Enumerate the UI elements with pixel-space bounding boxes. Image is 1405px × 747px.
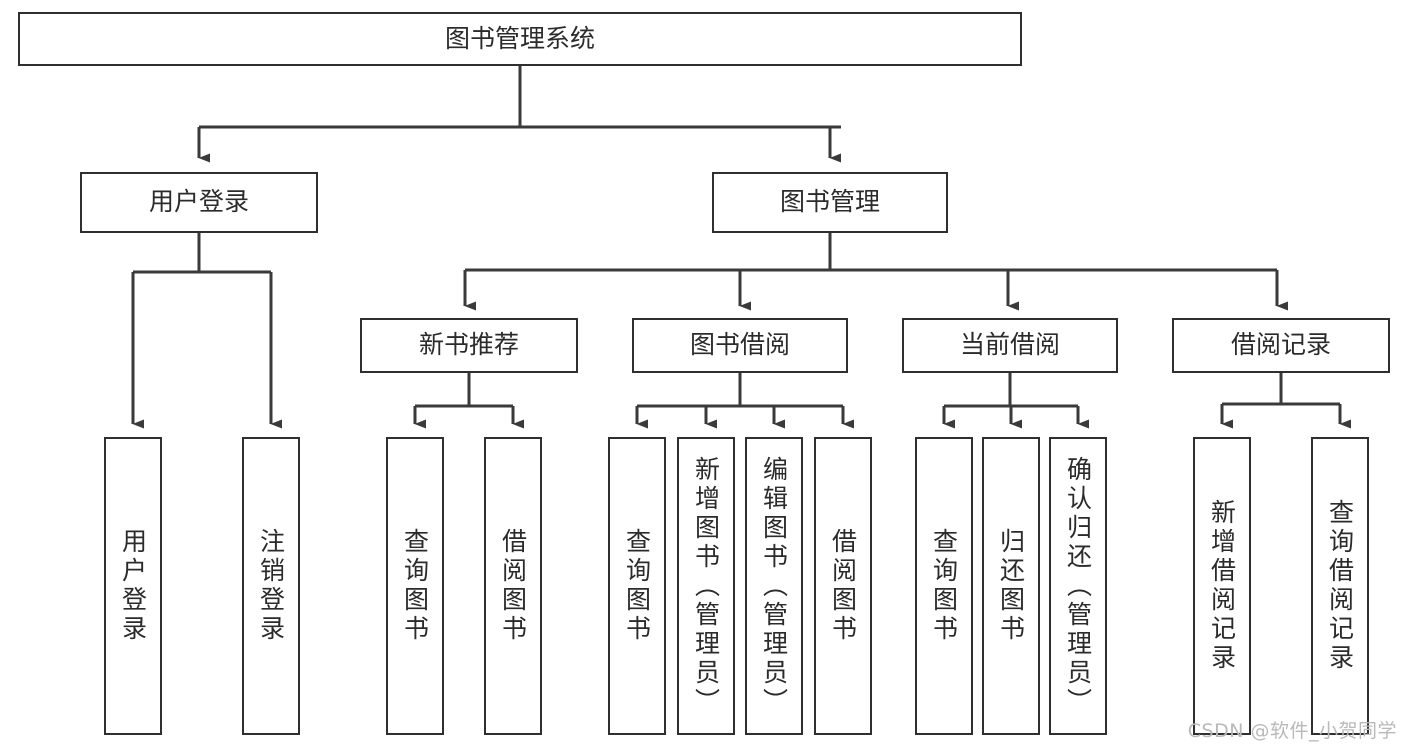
node-root[interactable]: 图书管理系统 — [18, 12, 1022, 66]
edges-current-borrow-level — [942, 373, 1089, 429]
node-leaf-logout-label: 注销登录 — [256, 528, 286, 644]
node-leaf-user-login-label: 用户登录 — [118, 528, 148, 644]
node-leaf-query-book-1[interactable]: 查询图书 — [386, 437, 444, 735]
node-leaf-return-book[interactable]: 归还图书 — [982, 437, 1040, 735]
node-leaf-query-book-2[interactable]: 查询图书 — [608, 437, 666, 735]
node-leaf-user-login[interactable]: 用户登录 — [104, 437, 162, 735]
node-book-manage-label: 图书管理 — [779, 187, 880, 217]
node-leaf-edit-book[interactable]: 编辑图书（管理员） — [745, 437, 803, 735]
node-leaf-borrow-book-2-label: 借阅图书 — [828, 528, 858, 644]
node-current-borrow-label: 当前借阅 — [959, 330, 1060, 360]
node-leaf-query-record[interactable]: 查询借阅记录 — [1311, 437, 1369, 735]
edges-user-login-level — [131, 233, 282, 429]
edges-borrow-record-level — [1220, 373, 1351, 429]
edges-book-manage-level — [463, 233, 1288, 311]
edges-book-borrow-level — [635, 373, 854, 429]
node-leaf-add-book-label: 新增图书（管理员） — [691, 455, 721, 717]
node-borrow-record-label: 借阅记录 — [1230, 330, 1331, 360]
node-leaf-borrow-book-1[interactable]: 借阅图书 — [484, 437, 542, 735]
node-current-borrow[interactable]: 当前借阅 — [902, 318, 1118, 373]
node-leaf-confirm-return[interactable]: 确认归还（管理员） — [1049, 437, 1107, 735]
node-leaf-query-record-label: 查询借阅记录 — [1325, 499, 1355, 673]
node-new-book-rec-label: 新书推荐 — [418, 330, 519, 360]
node-leaf-borrow-book-1-label: 借阅图书 — [498, 528, 528, 644]
node-leaf-borrow-book-2[interactable]: 借阅图书 — [814, 437, 872, 735]
node-leaf-query-book-1-label: 查询图书 — [400, 528, 430, 644]
node-user-login-label: 用户登录 — [148, 187, 249, 217]
node-leaf-return-book-label: 归还图书 — [996, 528, 1026, 644]
node-user-login[interactable]: 用户登录 — [80, 172, 318, 233]
node-book-borrow[interactable]: 图书借阅 — [632, 318, 848, 373]
node-new-book-rec[interactable]: 新书推荐 — [360, 318, 578, 373]
node-book-borrow-label: 图书借阅 — [689, 330, 790, 360]
node-leaf-query-book-3[interactable]: 查询图书 — [915, 437, 973, 735]
node-book-manage[interactable]: 图书管理 — [712, 172, 948, 233]
node-leaf-add-book[interactable]: 新增图书（管理员） — [677, 437, 735, 735]
node-borrow-record[interactable]: 借阅记录 — [1172, 318, 1390, 373]
node-leaf-edit-book-label: 编辑图书（管理员） — [759, 455, 789, 717]
node-leaf-query-book-2-label: 查询图书 — [622, 528, 652, 644]
node-leaf-add-record[interactable]: 新增借阅记录 — [1193, 437, 1251, 735]
node-root-label: 图书管理系统 — [444, 23, 595, 53]
node-leaf-confirm-return-label: 确认归还（管理员） — [1063, 455, 1093, 717]
node-leaf-query-book-3-label: 查询图书 — [929, 528, 959, 644]
node-leaf-logout[interactable]: 注销登录 — [242, 437, 300, 735]
edges-new-book-rec-level — [413, 373, 524, 429]
node-leaf-add-record-label: 新增借阅记录 — [1207, 499, 1237, 673]
edges-root-level — [197, 66, 841, 163]
